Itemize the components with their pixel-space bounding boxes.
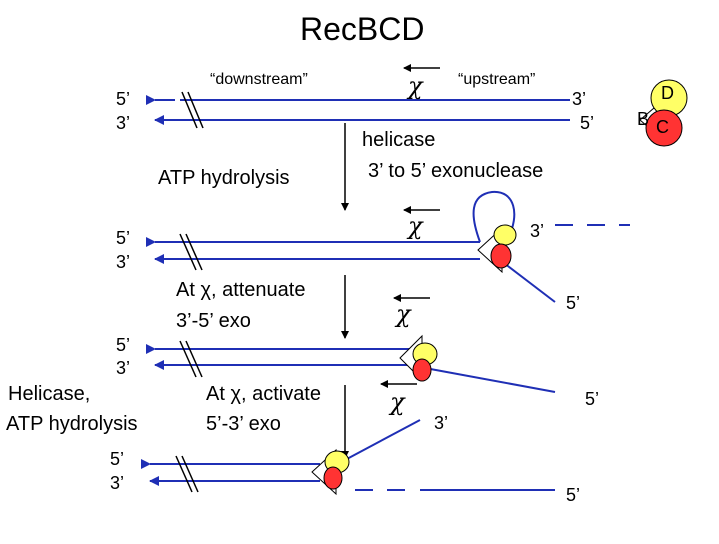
three-prime-label-3: 3’ (116, 358, 131, 378)
exonuclease-3to5-label: 3’ to 5’ exonuclease (368, 160, 544, 182)
dna-row-4 (141, 380, 555, 493)
legend-d-label: D (661, 83, 674, 103)
atp-hydrolysis-label-2: ATP hydrolysis (6, 413, 138, 435)
ssdna-5prime-tail-2 (499, 259, 556, 303)
attenuate-line2-label: 3’-5’ exo (176, 310, 251, 332)
five-prime-label-3r: 5’ (585, 389, 600, 409)
chi-site-label-3: χ (396, 300, 411, 328)
dna-row-3 (146, 294, 556, 393)
legend-c-subunit (645, 109, 683, 147)
break-mark-3a (179, 340, 197, 378)
three-prime-label-2r: 3’ (530, 221, 545, 241)
helicase-label: helicase (362, 129, 436, 151)
page-title: RecBCD (300, 11, 425, 47)
break-mark-4b (181, 455, 199, 493)
attenuate-line1-label: At χ, attenuate (176, 279, 306, 301)
ssdna-5prime-tail-3 (424, 367, 556, 393)
activate-line2-label: 5’-3’ exo (206, 413, 281, 435)
chi-site-label-1: χ (408, 72, 423, 100)
break-mark-2a (179, 233, 197, 271)
break-mark-4a (175, 455, 193, 493)
recbcd-complex-3 (399, 334, 438, 382)
five-prime-label-3: 5’ (116, 335, 131, 355)
recbcd-complex-4 (311, 448, 350, 496)
break-mark-1b (187, 91, 204, 129)
three-prime-label-1: 3’ (116, 113, 131, 133)
three-prime-label-1r: 3’ (572, 89, 587, 109)
five-prime-label-1: 5’ (116, 89, 131, 109)
three-prime-label-4l: 3’ (110, 473, 125, 493)
chi-site-label-2: χ (408, 212, 423, 240)
dna-row-2 (146, 190, 630, 303)
legend-c-label: C (656, 117, 669, 137)
three-prime-label-4: 3’ (434, 413, 449, 433)
five-prime-label-1r: 5’ (580, 113, 595, 133)
three-prime-label-2: 3’ (116, 252, 131, 272)
activate-line1-label: At χ, activate (206, 383, 321, 405)
chi-site-label-4: χ (390, 388, 405, 416)
five-prime-label-4r: 5’ (566, 485, 581, 505)
break-mark-2b (185, 233, 203, 271)
atp-hydrolysis-label: ATP hydrolysis (158, 167, 290, 189)
downstream-label: “downstream” (210, 71, 308, 88)
five-prime-label-2r: 5’ (566, 293, 581, 313)
five-prime-label-2: 5’ (116, 228, 131, 248)
recbcd-legend (639, 79, 688, 147)
break-mark-1a (181, 91, 198, 129)
legend-b-label: B (637, 109, 650, 129)
dna-row-1 (146, 64, 570, 129)
ssdna-loop (472, 190, 516, 243)
five-prime-label-4: 5’ (110, 449, 125, 469)
helicase-comma-label: Helicase, (8, 383, 91, 405)
recbcd-complex-2 (477, 224, 517, 274)
ssdna-3prime-tail-4 (344, 419, 421, 461)
break-mark-3b (185, 340, 203, 378)
upstream-label: “upstream” (458, 71, 536, 88)
